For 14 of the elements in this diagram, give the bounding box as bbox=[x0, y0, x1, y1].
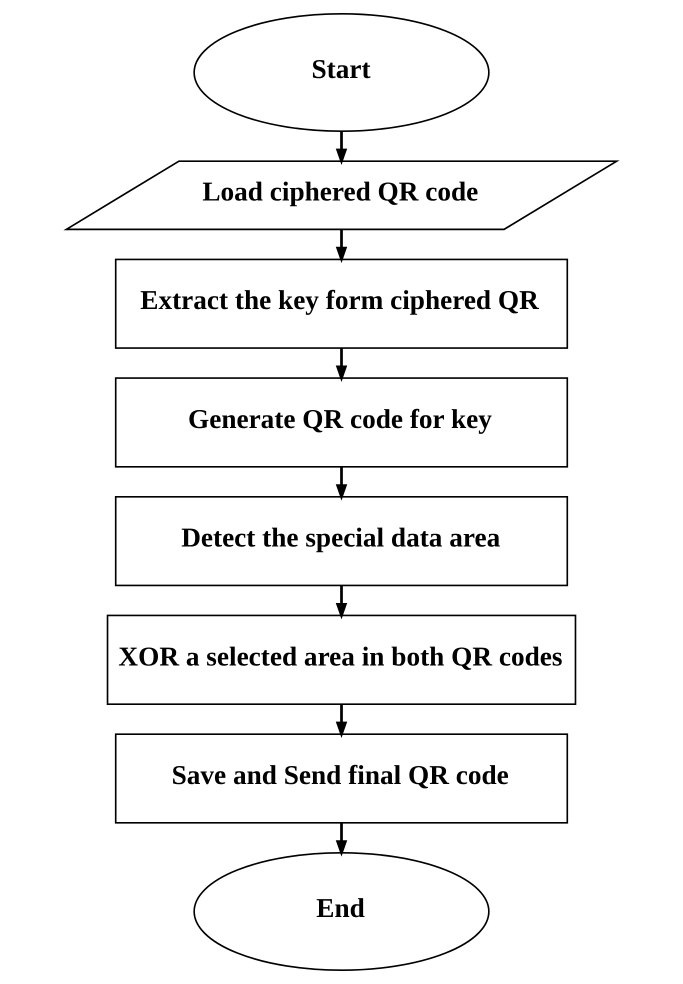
node-ellipse: Start bbox=[193, 13, 490, 132]
arrow bbox=[336, 230, 348, 264]
node-box: Save and Send final QR code bbox=[114, 733, 568, 824]
arrow bbox=[336, 466, 348, 501]
arrow bbox=[336, 586, 348, 620]
arrow bbox=[336, 131, 348, 165]
arrow bbox=[336, 704, 348, 738]
node-box: Generate QR code for key bbox=[114, 377, 568, 468]
node-box: Detect the special data area bbox=[114, 496, 568, 586]
arrow bbox=[336, 822, 348, 857]
node-ellipse: End bbox=[193, 852, 490, 971]
node-box: XOR a selected area in both QR codes bbox=[106, 614, 576, 705]
arrow bbox=[336, 348, 348, 382]
node-box: Extract the key form ciphered QR bbox=[114, 258, 568, 349]
